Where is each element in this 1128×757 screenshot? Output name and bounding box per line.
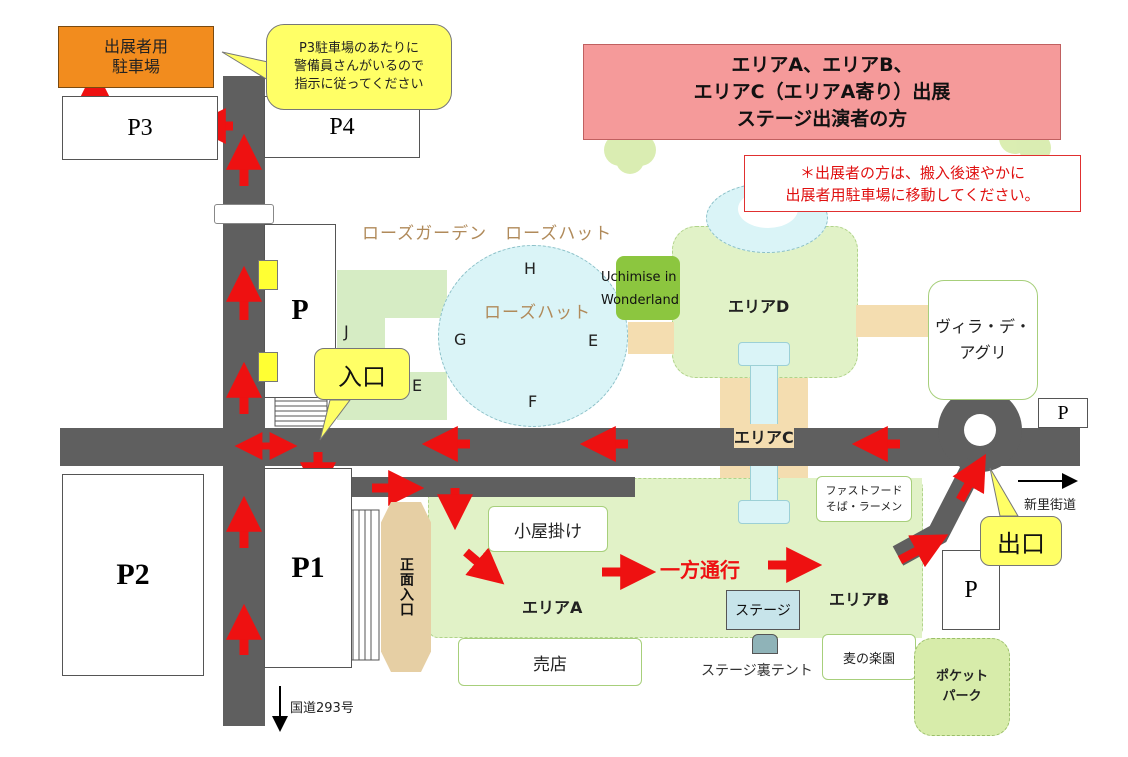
- route293-label: 国道293号: [290, 701, 354, 716]
- parking-p2: P2: [62, 474, 204, 676]
- header-banner-line2: エリアC（エリアA寄り）出展: [693, 80, 951, 103]
- water-channel-bottom: [738, 500, 790, 524]
- main-gate-label: 正面入口: [398, 557, 414, 617]
- yellow-marker-1: [258, 260, 278, 290]
- one-way-label: 一方通行: [660, 558, 740, 582]
- uchimise-label-line2: Wonderland: [601, 293, 679, 308]
- exit-label: 出口: [997, 529, 1045, 558]
- notice-line1: ＊出展者の方は、搬入後速やかに: [799, 163, 1025, 182]
- area-c-label: エリアC: [734, 424, 794, 448]
- mugi-label: 麦の楽園: [842, 651, 895, 667]
- marker-h: H: [524, 259, 537, 278]
- parking-p3: P3: [62, 96, 218, 160]
- parking-p-sign: P: [1038, 398, 1088, 428]
- parking-p4-label: P4: [329, 113, 355, 140]
- koyagake-label: 小屋掛け: [514, 521, 582, 542]
- villa-line1: ヴィラ・デ・: [934, 317, 1031, 336]
- stage-tent-label: ステージ裏テント: [701, 663, 813, 679]
- parking-p1-label: P1: [291, 551, 325, 584]
- uchimise-label-line1: Uchimise in: [601, 270, 677, 285]
- rose-hut-pond: [438, 245, 628, 427]
- road-break-marker: [214, 204, 274, 224]
- exit-bubble-tail: [989, 467, 1019, 517]
- water-channel-top: [738, 342, 790, 366]
- parking-p2-label: P2: [116, 558, 150, 591]
- marker-e-right: E: [588, 331, 599, 350]
- header-banner: エリアA、エリアB、 エリアC（エリアA寄り）出展 ステージ出演者の方: [583, 44, 1061, 140]
- notice-line2: 出展者用駐車場に移動してください。: [785, 185, 1040, 204]
- entrance-label: 入口: [338, 362, 386, 391]
- baiten-box: 売店: [458, 638, 642, 686]
- exit-bubble: 出口: [980, 516, 1062, 566]
- marker-e-left: E: [412, 376, 423, 395]
- guard-speech-bubble: P3駐車場のあたりに 警備員さんがいるので 指示に従ってください: [266, 24, 452, 110]
- stage-tent-icon: [752, 634, 778, 654]
- yellow-marker-2: [258, 352, 278, 382]
- guard-bubble-tail: [221, 51, 269, 81]
- parking-p-right-label: P: [964, 576, 978, 603]
- pocket-line1: ポケット: [935, 669, 988, 684]
- stage-box: ステージ: [726, 590, 800, 630]
- marker-j: J: [344, 322, 349, 341]
- koyagake-box: 小屋掛け: [488, 506, 608, 552]
- villa-line2: アグリ: [959, 343, 1007, 362]
- parking-p-small-label: P: [291, 295, 309, 326]
- area-a-label: エリアA: [522, 598, 583, 617]
- pocket-line2: パーク: [942, 689, 982, 704]
- marker-f: F: [528, 392, 538, 411]
- uchimise-block: [616, 256, 680, 320]
- parking-p-sign-label: P: [1057, 401, 1069, 424]
- entrance-bubble-tail: [319, 399, 351, 441]
- marker-g: G: [454, 330, 467, 349]
- tan-path-d-left: [628, 322, 674, 354]
- fastfood-box: ファストフード そば・ラーメン: [816, 476, 912, 522]
- parking-p3-label: P3: [127, 114, 153, 141]
- mugi-box: 麦の楽園: [822, 634, 916, 680]
- exhibitor-parking-line2: 駐車場: [111, 57, 160, 76]
- niisato-label: 新里街道: [1024, 498, 1077, 513]
- parking-p1: P1: [264, 468, 352, 668]
- header-banner-line1: エリアA、エリアB、: [731, 53, 913, 76]
- exhibitor-notice: ＊出展者の方は、搬入後速やかに 出展者用駐車場に移動してください。: [744, 155, 1081, 212]
- entrance-bubble: 入口: [314, 348, 410, 400]
- exhibitor-parking-line1: 出展者用: [103, 37, 168, 56]
- pocket-park: ポケット パーク: [914, 638, 1010, 736]
- tan-path-d-right: [856, 305, 930, 337]
- baiten-label: 売店: [533, 654, 567, 675]
- road-main-horizontal: [60, 428, 1080, 466]
- crosswalk-stripes: [274, 395, 380, 661]
- guard-bubble-line1: P3駐車場のあたりに: [298, 41, 420, 56]
- rose-garden-label: ローズガーデン ローズハット: [362, 224, 613, 244]
- exhibitor-parking: 出展者用 駐車場: [58, 26, 214, 88]
- main-gate: 正面入口: [381, 502, 431, 672]
- villa-de-aguri: ヴィラ・デ・ アグリ: [928, 280, 1038, 400]
- guard-bubble-line3: 指示に従ってください: [294, 77, 424, 92]
- header-banner-line3: ステージ出演者の方: [736, 107, 908, 130]
- stage-label: ステージ: [735, 603, 791, 619]
- area-b-label: エリアB: [829, 590, 890, 609]
- area-d-label: エリアD: [728, 297, 790, 316]
- roundabout: [938, 388, 1022, 472]
- fastfood-line2: そば・ラーメン: [825, 500, 903, 513]
- fastfood-line1: ファストフード: [825, 484, 903, 497]
- rose-hut-label: ローズハット: [484, 303, 592, 323]
- guard-bubble-line2: 警備員さんがいるので: [293, 59, 424, 74]
